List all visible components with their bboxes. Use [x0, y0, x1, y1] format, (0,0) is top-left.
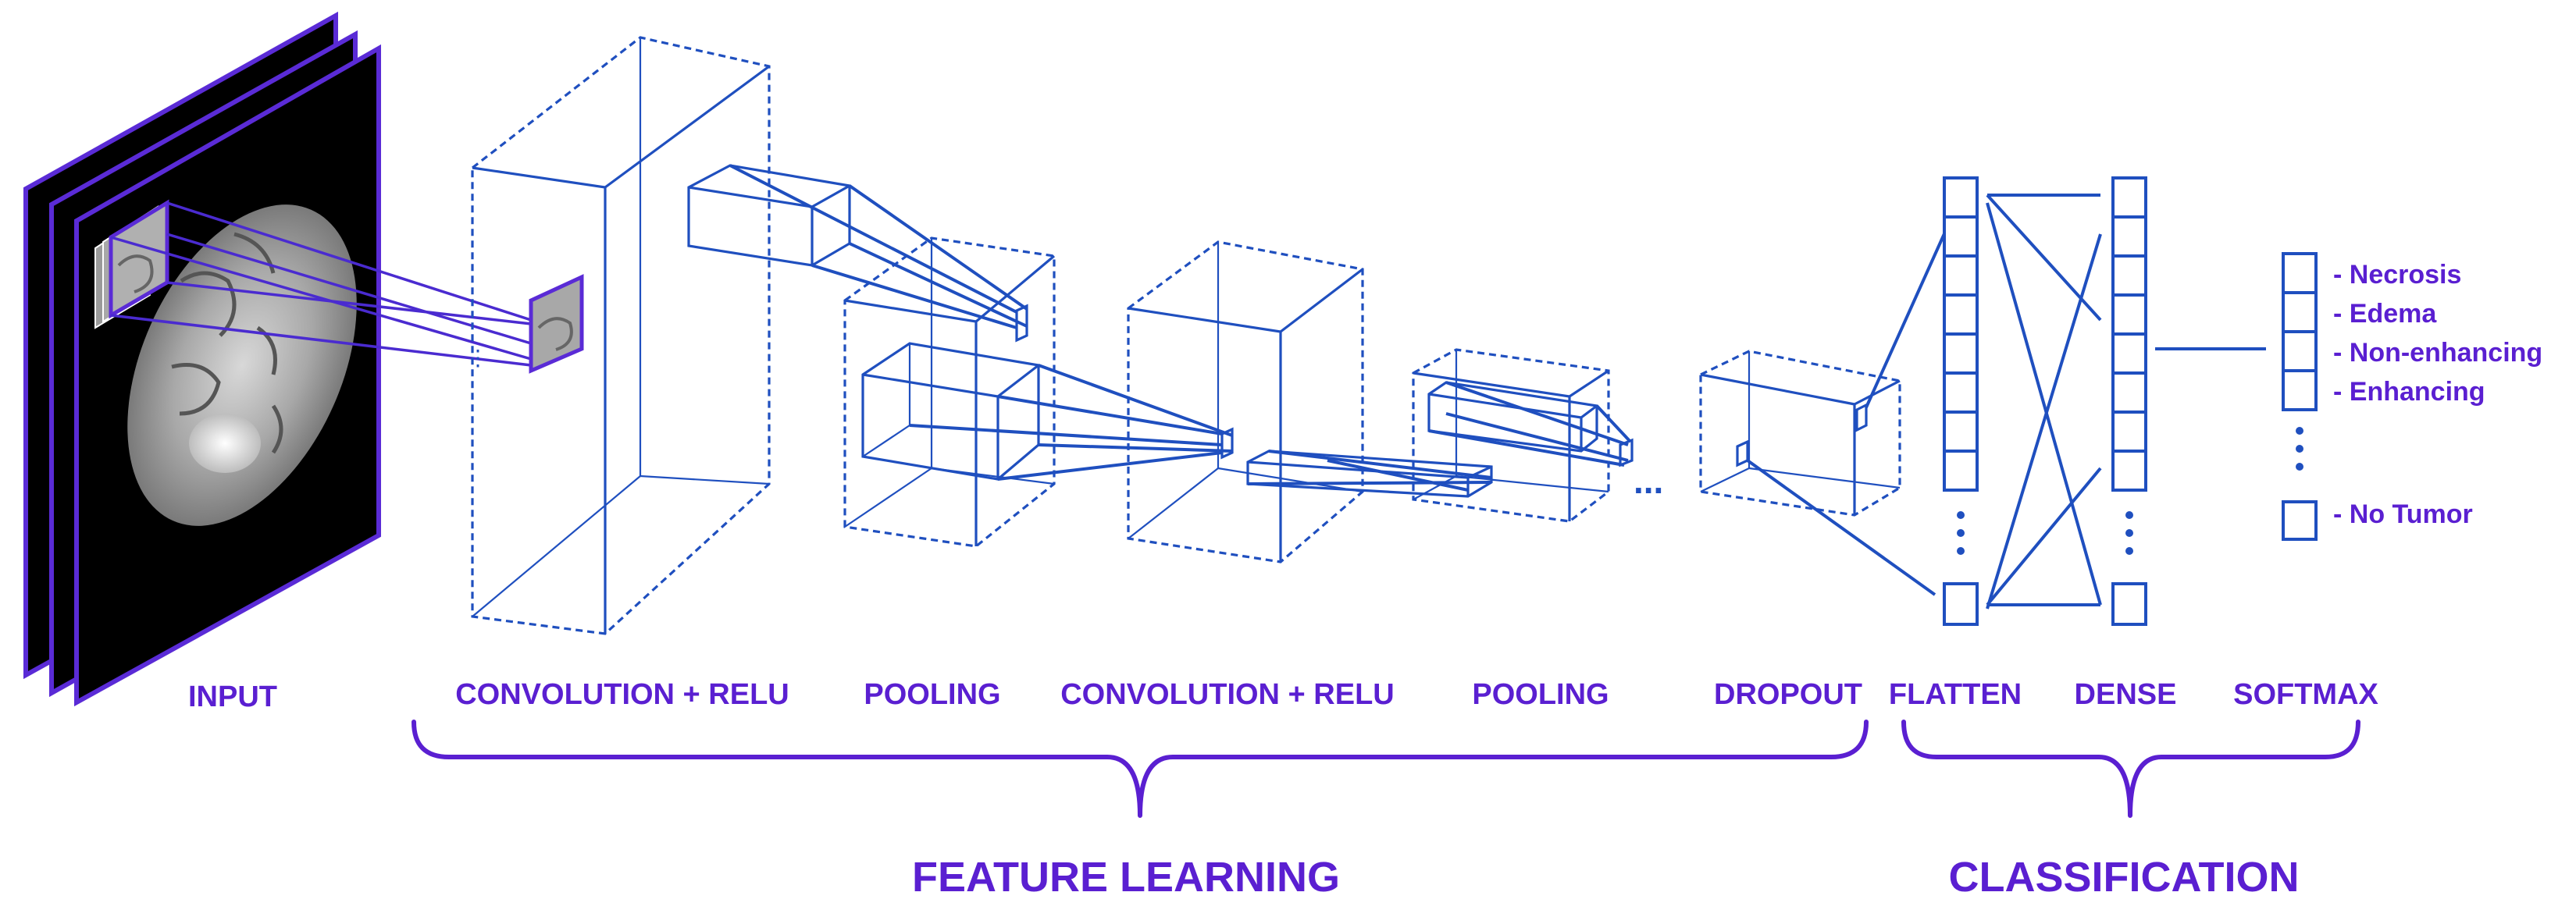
softmax-column	[2282, 252, 2318, 541]
dropout-block	[1699, 350, 1901, 517]
input-patch-icon	[94, 199, 169, 329]
stage-label-pool1: POOLING	[864, 678, 1000, 711]
class-label-no-tumor: - No Tumor	[2333, 499, 2473, 529]
conv2-to-pool2-projection	[1247, 450, 1492, 492]
class-label-non-enhancing: - Non-enhancing	[2333, 338, 2542, 368]
input-mri-stack	[23, 11, 381, 707]
conv1-block: ⋮	[467, 36, 851, 635]
group-label-feature-learning: FEATURE LEARNING	[912, 854, 1340, 901]
stage-label-dense: DENSE	[2075, 678, 2177, 711]
class-label-necrosis: - Necrosis	[2333, 260, 2461, 290]
pool1-block	[843, 236, 1056, 548]
class-label-edema: - Edema	[2333, 299, 2437, 329]
stage-label-softmax: SOFTMAX	[2233, 678, 2378, 711]
class-label-enhancing: - Enhancing	[2333, 377, 2485, 407]
pool2-ellipsis: ...	[1634, 460, 1663, 501]
pool2-projection-lines	[1428, 381, 1632, 467]
conv1-side-marker: ⋮	[467, 346, 489, 370]
stage-label-conv2: CONVOLUTION + RELU	[1060, 678, 1395, 711]
conv2-block	[1127, 240, 1493, 563]
conv1-to-pool1-projection	[729, 164, 1028, 329]
pool1-to-conv2-projection	[909, 364, 1233, 481]
input-to-conv1-projection	[110, 201, 532, 367]
flatten-dense-links	[1986, 194, 2102, 610]
feature-learning-brace	[412, 720, 1869, 818]
stage-label-pool2: POOLING	[1472, 678, 1609, 711]
conv1-patch-icon	[529, 274, 584, 374]
dense-column	[2111, 176, 2147, 626]
flatten-column	[1943, 176, 1979, 626]
stage-label-input: INPUT	[188, 681, 277, 713]
stage-label-conv1: CONVOLUTION + RELU	[455, 678, 789, 711]
group-label-classification: CLASSIFICATION	[1949, 854, 2300, 901]
dropout-to-flatten-links	[1746, 198, 1961, 596]
stage-label-flatten: FLATTEN	[1889, 678, 2022, 711]
classification-brace	[1901, 720, 2360, 818]
stage-label-dropout: DROPOUT	[1714, 678, 1862, 711]
